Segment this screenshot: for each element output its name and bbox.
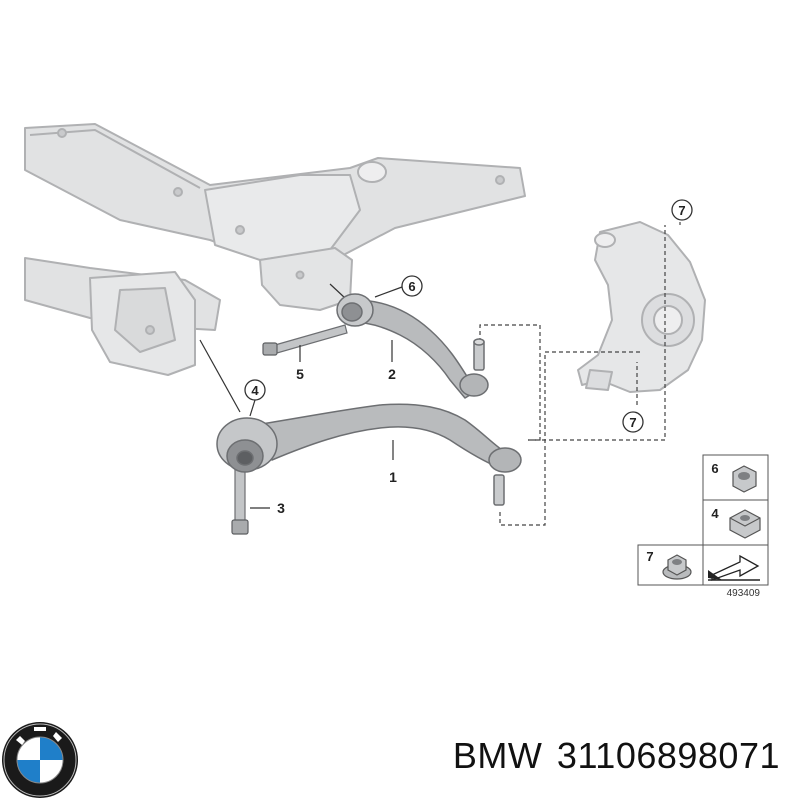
bolt-5 (262, 324, 348, 356)
front-subframe (24, 123, 526, 376)
part-number: 31106898071 (556, 735, 780, 776)
bmw-logo (2, 722, 78, 798)
brand-name: BMW (452, 735, 543, 776)
callout-6: 6 (374, 275, 423, 298)
callout-1-label: 1 (389, 469, 397, 485)
steering-knuckle (577, 221, 706, 393)
callout-1: 1 (389, 440, 397, 485)
hex-nut-6-icon (732, 465, 757, 493)
callout-3: 3 (250, 500, 285, 516)
callout-7-bottom-label: 7 (629, 415, 636, 430)
control-arm-2 (336, 293, 489, 399)
callout-3-label: 3 (277, 500, 285, 516)
callout-7-top-label: 7 (678, 203, 685, 218)
flange-nut-7-icon (662, 554, 692, 580)
callout-2-label: 2 (388, 366, 396, 382)
product-caption: BMW 31106898071 (449, 735, 780, 777)
hardware-legend: 6 4 7 493409 (637, 454, 769, 599)
dashed-connector-lines (479, 222, 681, 526)
callout-7-top: 7 (671, 199, 693, 221)
leader-lines (199, 283, 346, 413)
control-arm-1 (216, 403, 522, 506)
callout-7-bottom: 7 (622, 411, 644, 433)
bolt-3 (231, 464, 249, 535)
callout-2: 2 (388, 340, 396, 382)
callout-5: 5 (296, 345, 304, 382)
legend-item-6-label: 6 (711, 461, 718, 476)
arrow-icon (708, 554, 760, 581)
square-nut-4-icon (729, 509, 761, 539)
callout-6-label: 6 (408, 279, 415, 294)
callout-4: 4 (244, 379, 266, 417)
callout-4-label: 4 (251, 383, 259, 398)
legend-item-7-label: 7 (646, 549, 653, 564)
reference-number: 493409 (727, 588, 761, 599)
bmw-logo-lettering (16, 727, 62, 745)
legend-item-4-label: 4 (711, 506, 719, 521)
callout-5-label: 5 (296, 366, 304, 382)
